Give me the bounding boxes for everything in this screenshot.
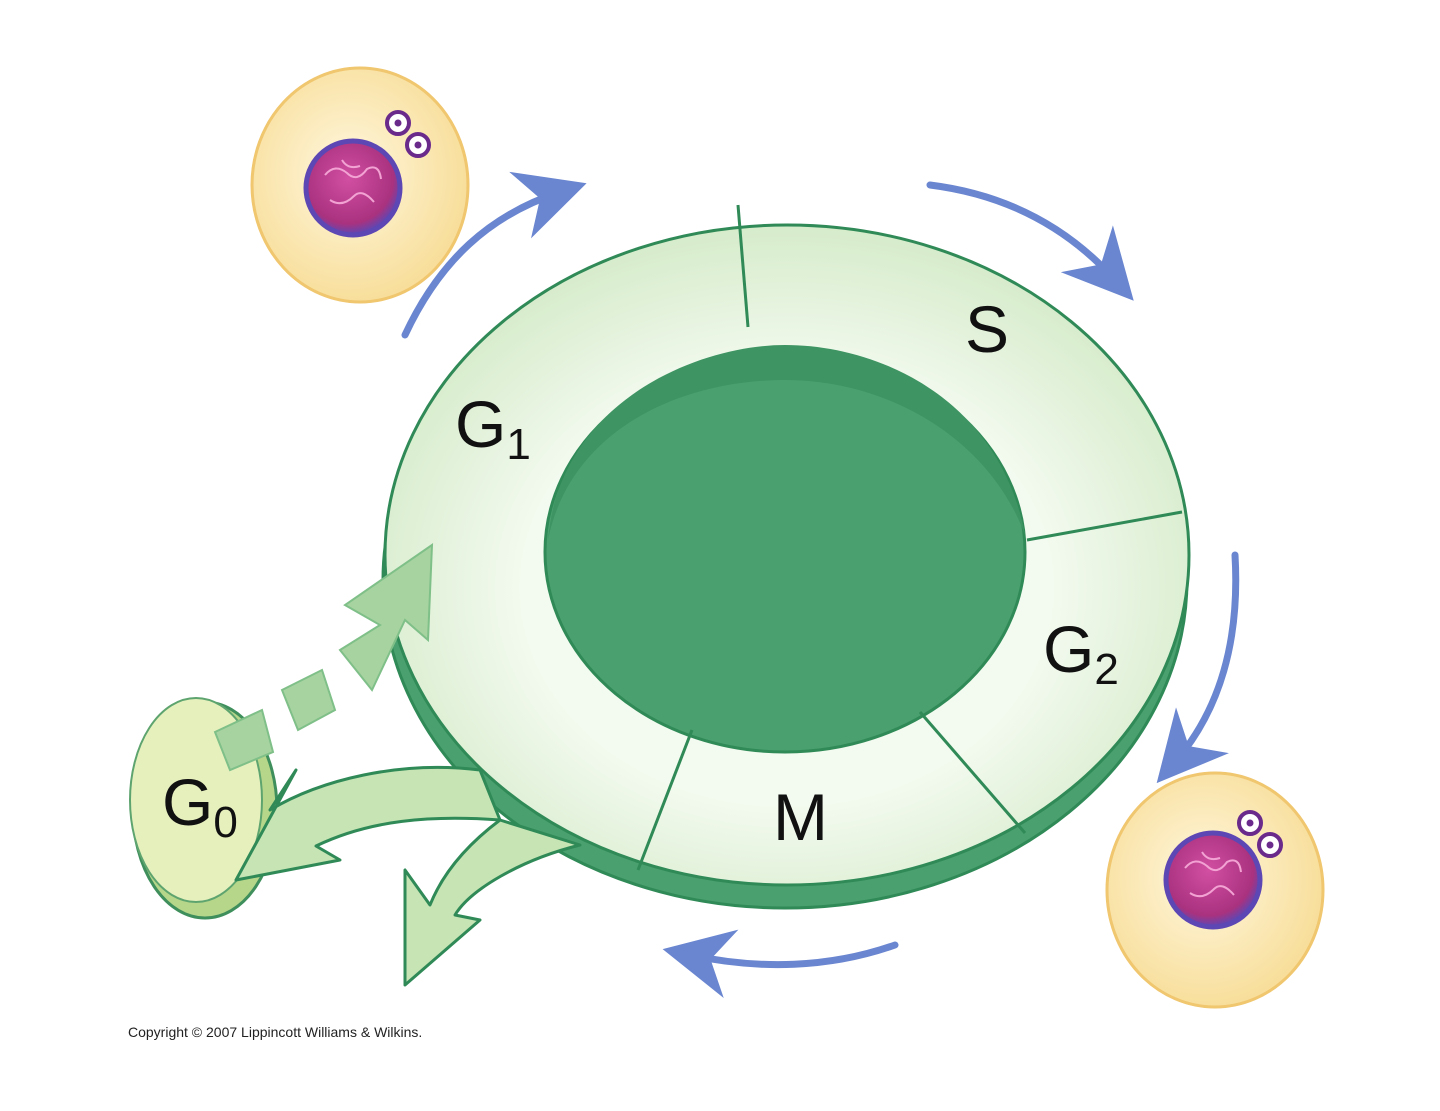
- arrow-g2-to-m: [1156, 551, 1240, 784]
- label-s: S: [965, 292, 1009, 366]
- label-m: M: [773, 780, 828, 854]
- arrow-g1-to-s: [401, 171, 587, 339]
- progression-arrows: [401, 171, 1240, 999]
- arrow-m-to-g1: [662, 929, 899, 999]
- cell-icon: [1105, 771, 1325, 1009]
- arrow-exit-down: [403, 818, 582, 987]
- centriole-pair-icon: [1237, 810, 1283, 858]
- label-g0: G0: [162, 765, 238, 847]
- label-g1: G1: [455, 387, 531, 469]
- arrow-to-g0: [234, 765, 502, 882]
- centriole-pair-icon: [385, 110, 431, 158]
- reentry-arrow: [213, 543, 434, 772]
- ring-inner-shadow: [548, 345, 1025, 540]
- cell-icon: [250, 66, 470, 304]
- label-g2: G2: [1043, 612, 1119, 694]
- arrow-s-to-g2: [926, 181, 1134, 301]
- copyright-notice: Copyright © 2007 Lippincott Williams & W…: [128, 1024, 423, 1040]
- segment-dividers: [636, 204, 1183, 871]
- exit-arrows: [234, 765, 582, 987]
